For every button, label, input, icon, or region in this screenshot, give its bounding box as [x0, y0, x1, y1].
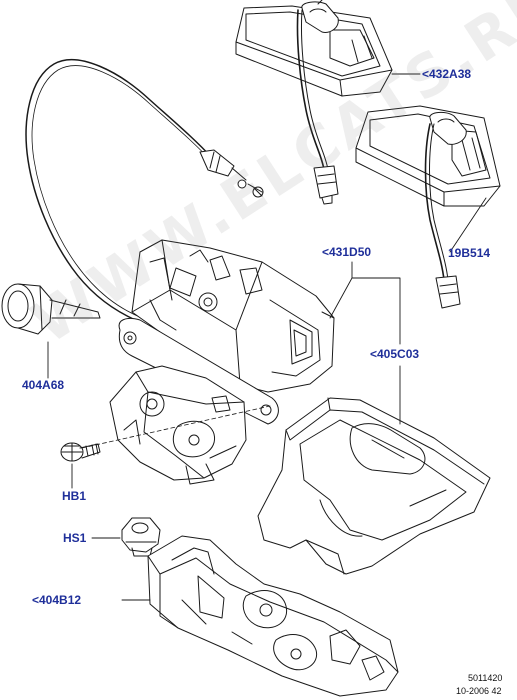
callout-404A68[interactable]: 404A68 [22, 378, 65, 392]
bolt[interactable] [60, 442, 101, 462]
callout-431D50[interactable]: <431D50 [322, 245, 372, 259]
callout-HB1[interactable]: HB1 [62, 489, 87, 503]
alignment-line [81, 405, 271, 449]
latch-mechanism[interactable] [109, 239, 335, 485]
nut[interactable] [121, 517, 161, 557]
callout-404B12[interactable]: <404B12 [32, 593, 82, 607]
callout-HS1[interactable]: HS1 [63, 531, 87, 545]
lamp-harness-upper [296, 9, 339, 205]
callout-432A38[interactable]: <432A38 [422, 67, 472, 81]
latch-cover[interactable] [257, 397, 491, 575]
bracket-strap[interactable] [147, 535, 399, 697]
lamp-housing-upper[interactable] [235, 0, 393, 97]
lamp-housing-lower[interactable] [355, 105, 501, 207]
grommet[interactable] [1, 283, 101, 335]
leader-lines [47, 73, 487, 601]
callout-19B514[interactable]: 19B514 [448, 246, 491, 260]
diagram-number: 5011420 [468, 673, 503, 683]
callout-405C03[interactable]: <405C03 [370, 347, 420, 361]
diagram-date: 10-2006 42 [456, 686, 502, 696]
lamp-harness-lower [424, 123, 461, 309]
